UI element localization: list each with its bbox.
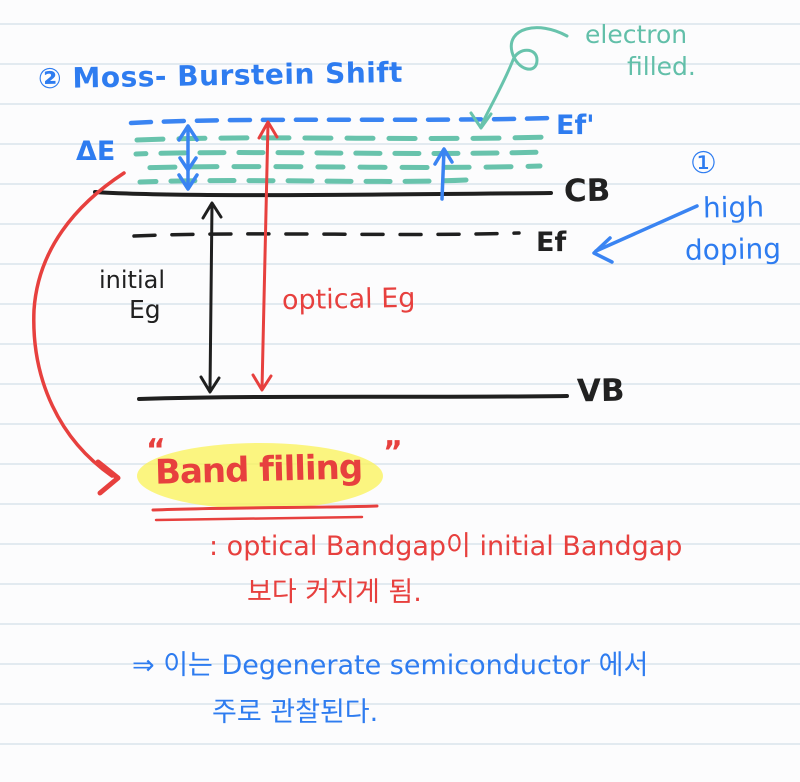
high-doping-arrow — [592, 204, 699, 264]
arrowhead-down — [251, 373, 273, 392]
ef-prime-label: Ef' — [556, 110, 595, 141]
arrow-shaft — [260, 121, 270, 391]
arrow-shaft — [594, 204, 699, 253]
arrowhead-down — [199, 375, 221, 394]
arrowhead-up — [201, 201, 223, 220]
dashed-line — [128, 115, 554, 126]
ef-prime-dashed-line — [128, 115, 554, 126]
band-filling-open-quote: “ — [146, 433, 166, 468]
high-doping-label-line2: doping — [684, 232, 782, 267]
arrow-shaft — [208, 202, 214, 393]
underline-top — [151, 504, 379, 512]
band-line — [93, 190, 553, 198]
high-doping-label-line1: high — [702, 190, 765, 225]
band-line — [137, 394, 569, 401]
vb-line — [137, 394, 569, 401]
initial-eg-label-line2: Eg — [129, 295, 161, 324]
definition-line1: : optical Bandgap이 initial Bandgap — [209, 531, 683, 562]
ef-dashed-line — [132, 231, 521, 238]
arrowhead-down — [177, 173, 199, 191]
arrowhead-up — [257, 120, 279, 140]
arrow-shaft — [440, 148, 446, 201]
conclusion-line1: ⇒ 이는 Degenerate semiconductor 에서 — [132, 650, 649, 681]
cb-line — [93, 190, 553, 198]
cb-label: CB — [563, 172, 611, 210]
definition-line2: 보다 커지게 됨. — [247, 577, 422, 608]
electron-filled-label-line1: electron — [585, 20, 688, 49]
cb-filling-arrow — [433, 147, 454, 201]
band-filling-arrow — [32, 171, 126, 496]
ef-label: Ef — [536, 227, 567, 258]
vb-label: VB — [576, 372, 625, 410]
initial-eg-label-line1: initial — [99, 266, 165, 294]
electron-filled-label-line2: filled. — [627, 52, 696, 81]
delta-e-arrow — [177, 124, 199, 191]
initial-eg-arrow — [199, 201, 223, 394]
highlight-ellipse — [137, 443, 383, 509]
dashed-line — [132, 231, 521, 238]
high-doping-number: ① — [690, 146, 717, 181]
optical-eg-label: optical Eg — [281, 282, 416, 317]
band-filling-close-quote: ” — [383, 435, 403, 470]
electron-filled-arrow — [469, 26, 569, 130]
page-title: ② Moss- Burstein Shift — [37, 55, 404, 96]
arrow-curve — [32, 171, 126, 478]
arrowhead-down — [469, 111, 493, 130]
underline-bottom — [154, 515, 364, 522]
delta-e-label: ΔE — [76, 136, 116, 167]
conclusion-line2: 주로 관찰된다. — [212, 697, 379, 728]
arrow-curl — [479, 26, 569, 128]
arrowhead-right — [95, 459, 121, 496]
arrow-chevron — [178, 156, 198, 172]
arrowhead-left — [592, 236, 614, 264]
band-filling-underline — [151, 504, 379, 522]
band-filling-title: Band filling — [154, 447, 363, 493]
arrowhead-up — [433, 147, 454, 166]
optical-eg-arrow — [251, 120, 279, 392]
dash-row — [133, 149, 550, 157]
arrowhead-up — [177, 124, 199, 142]
dash-row — [135, 163, 543, 171]
